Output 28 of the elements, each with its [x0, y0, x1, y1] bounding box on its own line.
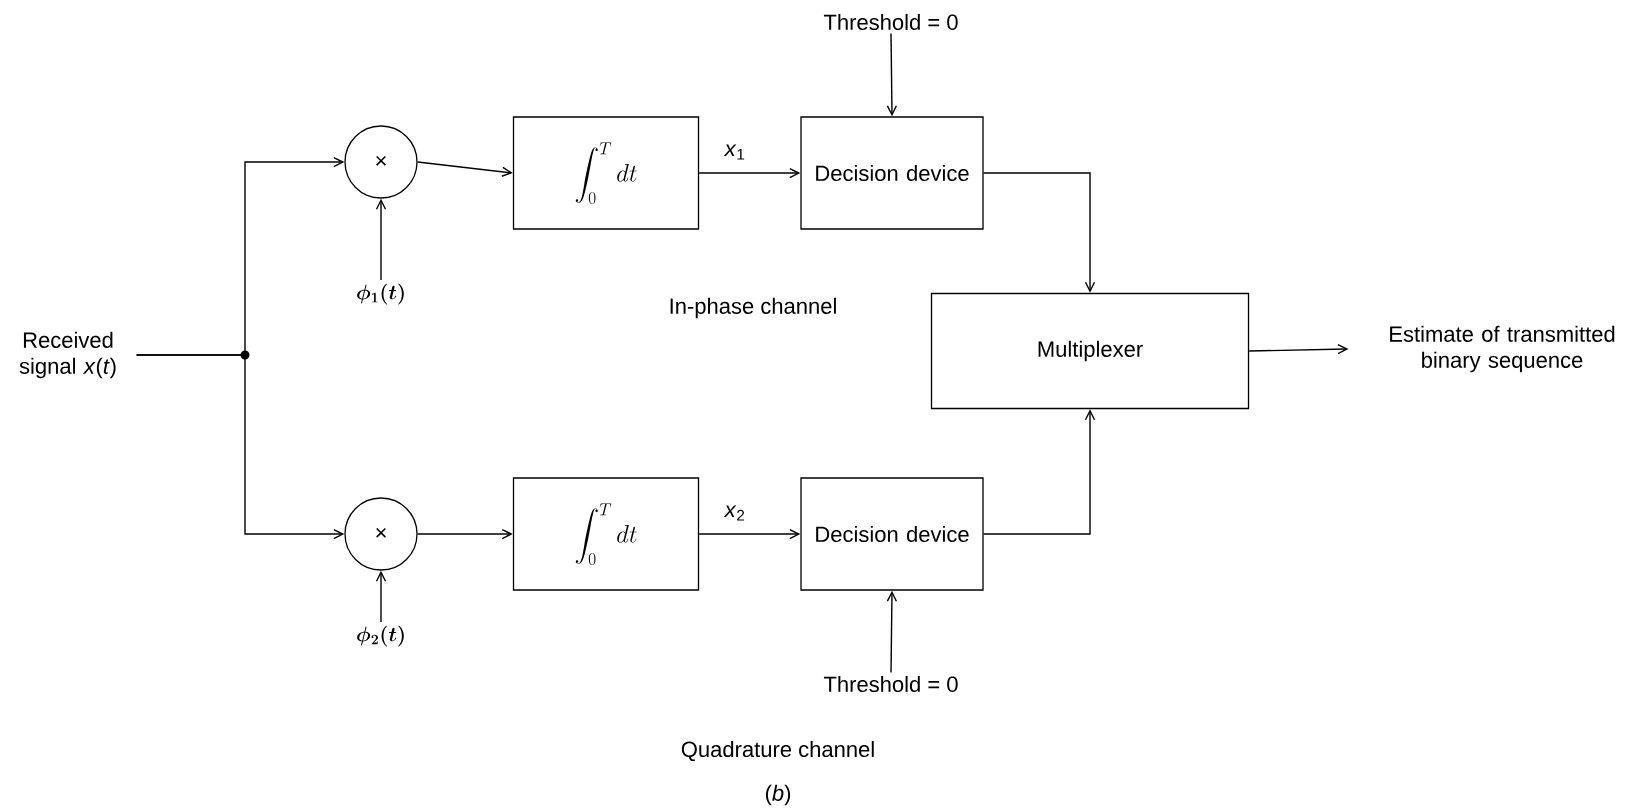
signal-label: Received signal x(t): [19, 331, 116, 379]
channel-label: (b): [765, 784, 791, 806]
edge-label: x$_{1}$: [723, 144, 745, 160]
block-box: Decision device: [800, 116, 984, 230]
arrow: [375, 198, 387, 281]
signal-label: $\boldsymbol{\phi_1(t)}$: [357, 283, 404, 305]
block-box: $\int_0^T dt$: [512, 116, 700, 230]
signal-label: Estimate of transmitted binary sequence: [1390, 325, 1615, 373]
arrow: [982, 172, 1096, 293]
arrow: [886, 590, 898, 674]
block-box: Decision device: [800, 477, 984, 591]
arrow: [982, 409, 1096, 535]
channel-label: Quadrature channel: [681, 740, 874, 762]
arrow: [698, 528, 801, 540]
arrow: [886, 32, 898, 117]
arrow: [135, 354, 345, 540]
arrow: [416, 528, 513, 540]
arrow: [416, 161, 513, 177]
block-box: $\int_0^T dt$: [512, 477, 700, 591]
signal-label: Threshold = 0: [823, 13, 958, 31]
channel-label: In-phase channel: [670, 297, 836, 319]
arrow: [375, 570, 387, 623]
signal-label: Threshold = 0: [823, 675, 958, 693]
arrow: [698, 167, 801, 179]
arrow: [1248, 344, 1349, 355]
edge-label: x$_{2}$: [723, 505, 745, 521]
block-box: Multiplexer: [930, 292, 1250, 410]
signal-label: $\boldsymbol{\phi_2(t)}$: [357, 625, 404, 647]
